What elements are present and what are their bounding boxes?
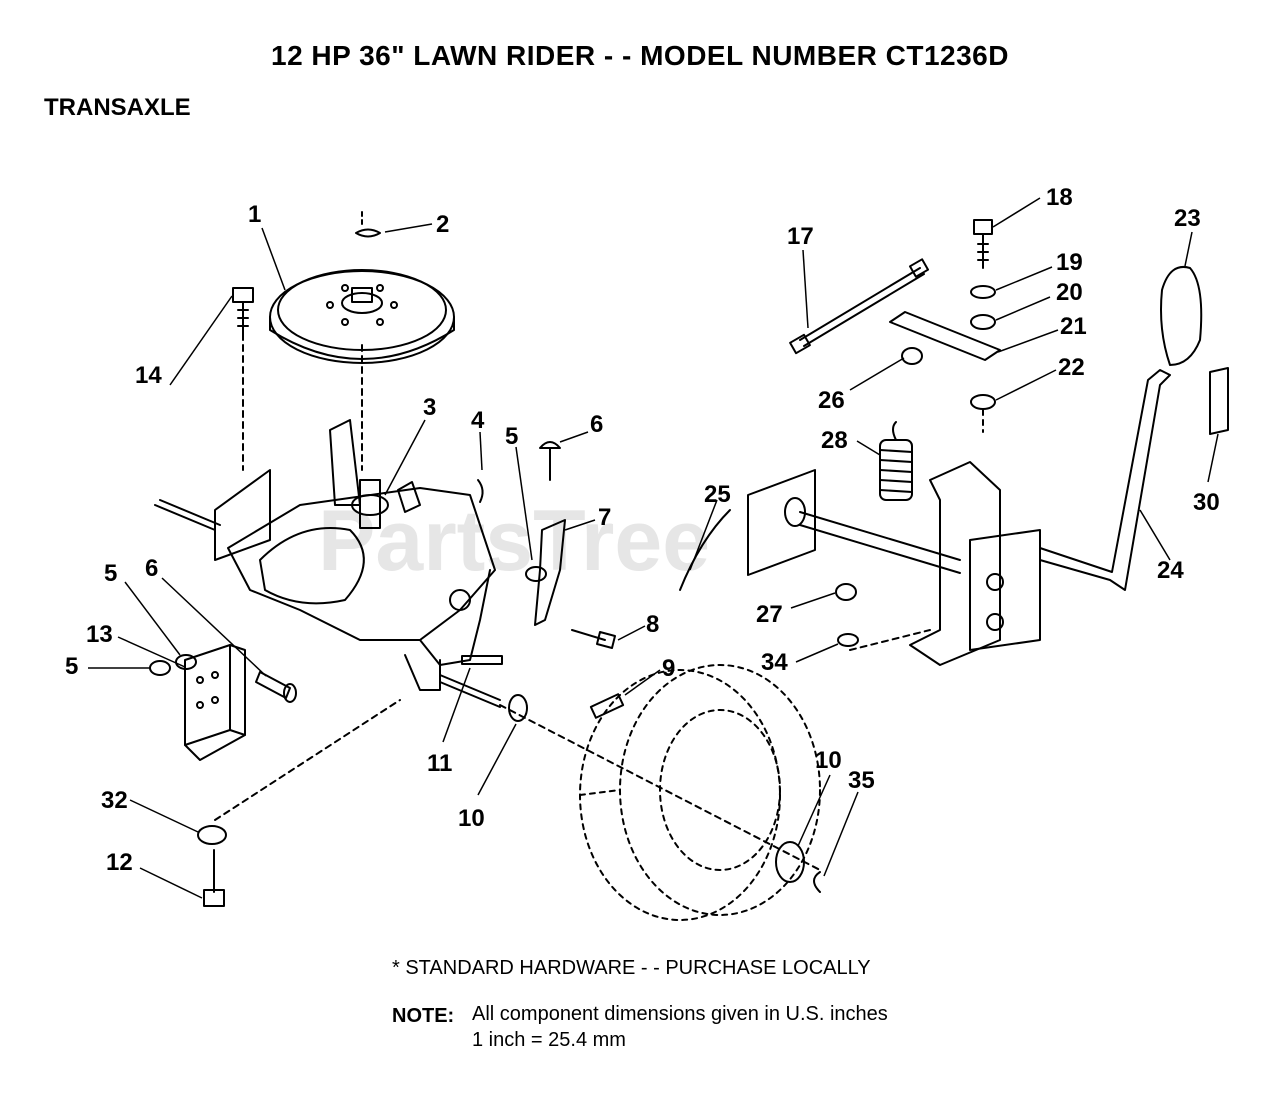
- callout-8: 8: [646, 611, 659, 638]
- pedal-pad-23-part: [1160, 266, 1203, 366]
- bolt-6-right-part: [539, 441, 561, 481]
- callout-11: 11: [427, 750, 452, 777]
- callout-5-upper: 5: [505, 423, 518, 450]
- callout-7: 7: [598, 504, 611, 531]
- watermark-text: PartsTree: [318, 493, 710, 589]
- bolt-8-part: [571, 629, 616, 649]
- callout-28: 28: [821, 427, 848, 454]
- leader-lines: [88, 197, 1219, 899]
- spring-25-part: [679, 509, 731, 591]
- callout-32: 32: [101, 787, 128, 814]
- transaxle-body-part: [154, 419, 501, 708]
- callout-5-left-lower: 5: [65, 653, 78, 680]
- washer-32-part: [197, 825, 227, 845]
- callout-5-left-upper: 5: [104, 560, 117, 587]
- standard-hardware-note: * STANDARD HARDWARE - - PURCHASE LOCALLY: [392, 957, 871, 979]
- callout-23: 23: [1174, 205, 1201, 232]
- callout-9: 9: [662, 655, 675, 682]
- callout-6-upper: 6: [590, 411, 603, 438]
- bracket-7-part: [534, 519, 566, 626]
- clip-35-part: [813, 871, 821, 893]
- callout-4: 4: [471, 407, 485, 434]
- bolt-18-part: [973, 219, 993, 269]
- callout-2: 2: [436, 211, 449, 238]
- callout-21: 21: [1060, 313, 1087, 340]
- washer-10-right-part: [775, 841, 805, 883]
- bolt-6-left-part: [255, 671, 297, 703]
- callout-6-left: 6: [145, 555, 158, 582]
- callout-13: 13: [86, 621, 113, 648]
- plate-21-part: [889, 311, 1001, 361]
- callout-17: 17: [787, 223, 814, 250]
- rod-17-part: [789, 258, 930, 355]
- decal-30-part: [1209, 367, 1229, 435]
- callout-10-right: 10: [815, 747, 842, 774]
- note-conversion-text: 1 inch = 25.4 mm: [472, 1029, 626, 1051]
- nut-26-part: [901, 347, 923, 365]
- pin-9-part: [589, 693, 625, 719]
- callout-3: 3: [423, 394, 436, 421]
- washer-34-part: [837, 633, 859, 647]
- callout-20: 20: [1056, 279, 1083, 306]
- callout-labels: 1 2 3 4 5 6 7 8 9 10 10 11 12 13 14 5 5 …: [65, 184, 1220, 876]
- pedal-arm-24-part: [1039, 369, 1171, 591]
- callout-34: 34: [761, 649, 788, 676]
- callout-19: 19: [1056, 249, 1083, 276]
- wheel-part: [579, 664, 821, 921]
- key-11-part: [461, 655, 503, 665]
- nut-27-part: [835, 583, 857, 601]
- page-title: 12 HP 36" LAWN RIDER - - MODEL NUMBER CT…: [271, 40, 1009, 71]
- callout-22: 22: [1058, 354, 1085, 381]
- bracket-13-part: [184, 644, 246, 761]
- callout-27: 27: [756, 601, 783, 628]
- nut-5-right-part: [525, 566, 547, 582]
- pulley-key-part: [355, 211, 381, 238]
- callout-24: 24: [1157, 557, 1184, 584]
- callout-25: 25: [704, 481, 731, 508]
- washer-10-left-part: [508, 694, 528, 722]
- washer-19-part: [970, 285, 996, 299]
- callout-18: 18: [1046, 184, 1073, 211]
- note-label: NOTE:: [392, 1005, 455, 1027]
- key-4-part: [477, 479, 484, 503]
- pedal-bracket-part: [747, 461, 1041, 666]
- bolt-14-part: [232, 287, 254, 471]
- note-dimensions-text: All component dimensions given in U.S. i…: [472, 1003, 888, 1025]
- callout-12: 12: [106, 849, 133, 876]
- callout-35: 35: [848, 767, 875, 794]
- section-heading: TRANSAXLE: [44, 94, 191, 121]
- washer-22-part: [970, 394, 996, 410]
- callout-26: 26: [818, 387, 845, 414]
- washer-20-part: [970, 314, 996, 330]
- bolt-12-part: [203, 849, 225, 907]
- callout-30: 30: [1193, 489, 1220, 516]
- spring-28-part: [879, 421, 913, 501]
- callout-14: 14: [135, 362, 162, 389]
- callout-1: 1: [248, 201, 261, 228]
- callout-10-left: 10: [458, 805, 485, 832]
